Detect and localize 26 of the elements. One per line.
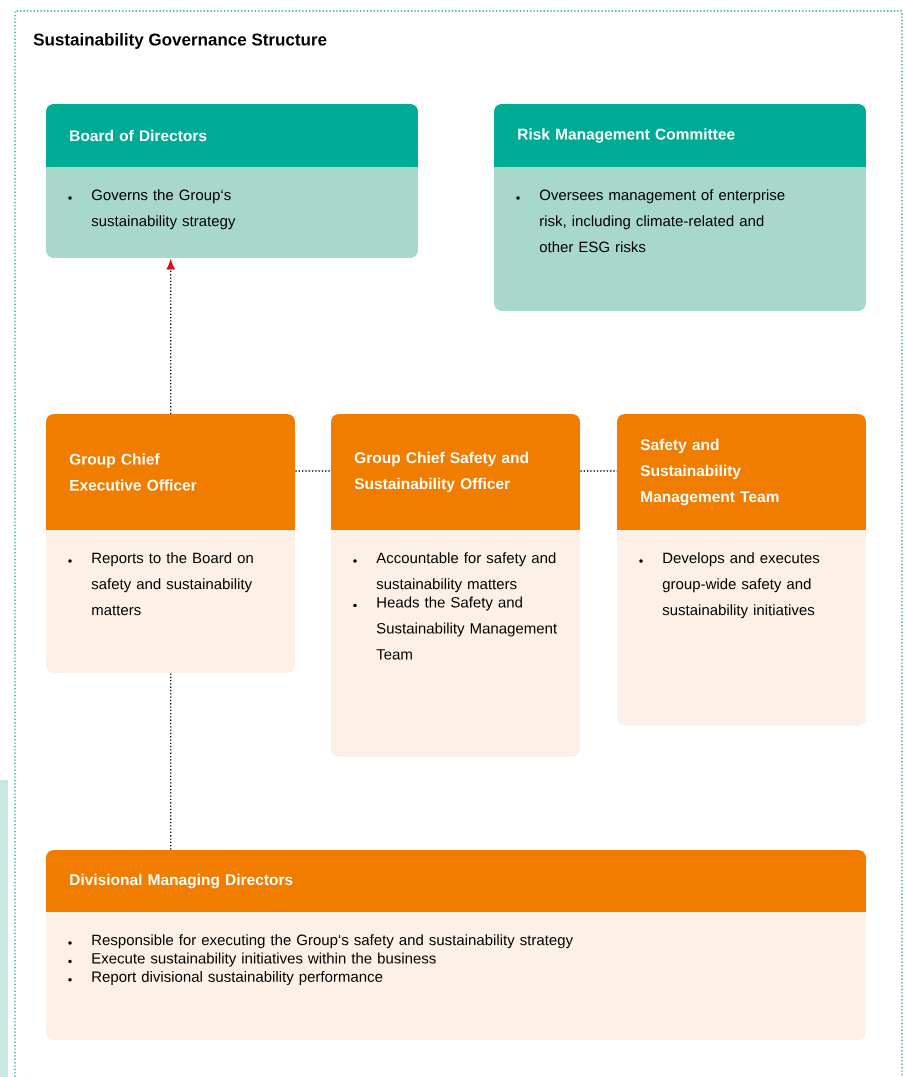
card <box>46 104 418 258</box>
bullet-text: Governs the Group‘s sustainability strategy <box>91 189 236 230</box>
bullet-text: Develops and executes group-wide safety and sustainability initiatives <box>662 552 820 619</box>
card-heading: Divisional Managing Directors <box>70 873 293 889</box>
title: Sustainability Governance Structure <box>33 33 327 49</box>
card-heading: Risk Management Committee <box>518 128 735 143</box>
bullet-text: Accountable for safety and sustainability matters <box>376 552 556 593</box>
bullet-text: Responsible for executing the Group‘s safety and sustainability strategy <box>92 934 573 949</box>
card <box>617 414 866 726</box>
card <box>46 414 295 673</box>
connector <box>579 470 618 472</box>
connector <box>170 672 172 851</box>
bullet-text: Report divisional sustainability performance <box>92 971 383 985</box>
card-heading: Group Chief Safety and Sustainability Officer <box>354 451 528 493</box>
card <box>46 850 866 1040</box>
bullet-text: Heads the Safety and Sustainability Management Team <box>376 596 557 660</box>
connector <box>166 260 175 415</box>
card-heading: Board of Directors <box>70 129 207 142</box>
bullet-text: Oversees management of enterprise risk, including climate-related and other ESG risks <box>539 189 785 253</box>
card-heading: Safety and Sustainability Management Team <box>640 438 779 506</box>
bullet-text: Execute sustainability initiatives within the business <box>92 952 436 967</box>
connector <box>294 470 332 472</box>
card <box>494 104 866 311</box>
card <box>331 414 580 757</box>
bullet-text: Reports to the Board on safety and sustainability matters <box>91 552 253 616</box>
card-heading: Group Chief Executive Officer <box>69 453 197 491</box>
